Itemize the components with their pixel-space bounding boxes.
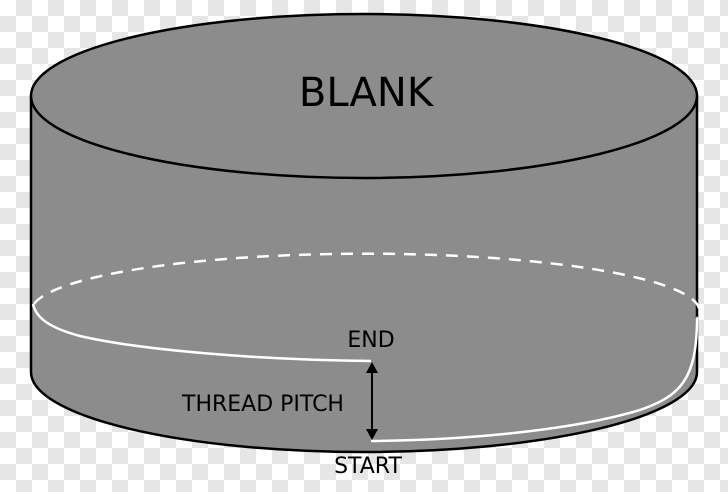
thread-pitch-label: THREAD PITCH (181, 392, 344, 417)
cylinder-top-face (29, 12, 699, 180)
thread-line-end-segment (31, 303, 372, 363)
blank-label: BLANK (299, 70, 435, 116)
start-label: START (334, 454, 402, 479)
thread-pitch-arrow (366, 362, 378, 440)
cylinder-body (29, 94, 699, 454)
end-label: END (347, 328, 394, 353)
hidden-thread-curve (32, 252, 701, 319)
thread-line-start-segment (370, 317, 699, 443)
